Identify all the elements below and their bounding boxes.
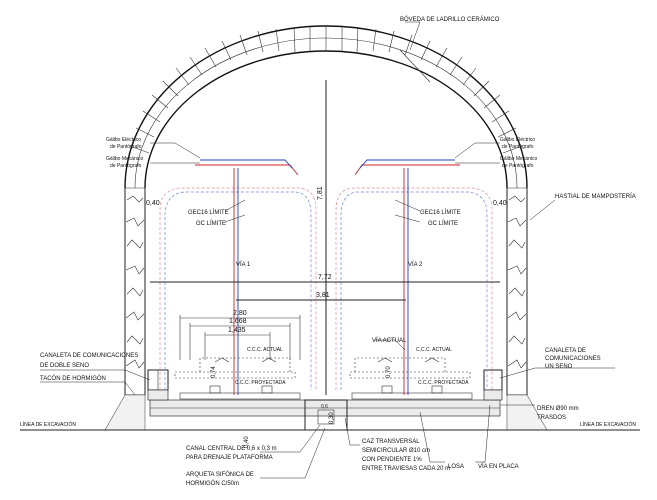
label-via-en-placa: VÍA EN PLACA	[478, 463, 519, 470]
leader-lines	[40, 21, 615, 479]
label-de-pantografo-left-1: de Pantógrafo	[110, 144, 142, 150]
label-de-pantografo-right-1: de Pantógrafo	[502, 144, 534, 150]
label-gec16-right: GEC16 LÍMITE	[420, 209, 461, 216]
label-gc-right: GC LÍMITE	[428, 220, 458, 227]
label-caz-2: SEMICIRCULAR Ø10 cm	[362, 448, 430, 454]
label-galibo-mecanico-right: Gálibo Mecánico	[500, 156, 537, 162]
label-boveda: BÓVEDA DE LADRILLO CERÁMICO	[400, 16, 500, 23]
dim-06: 0,6	[321, 404, 328, 410]
label-tacon: TACÓN DE HORMIGÓN	[40, 375, 106, 382]
dim-width-total: 7,72	[318, 274, 332, 281]
dim-040-right: 0,40	[493, 200, 507, 207]
dim-280: 2,80	[233, 310, 247, 317]
label-dren-2: TRASDOS	[537, 415, 566, 421]
label-ccc-proyectada-left: C.C.C. PROYECTADA	[235, 380, 286, 386]
label-canal-central-2: PARA DRENAJE PLATAFORMA	[186, 455, 273, 461]
label-dren-1: DREN Ø90 mm	[537, 406, 579, 412]
dim-track-spacing: 3,81	[316, 292, 330, 299]
label-galibo-mecanico-left: Gálibo Mecánico	[106, 156, 143, 162]
label-caz-4: ENTRE TRAVIESAS CADA 20 m	[362, 466, 450, 472]
dimension-values: 7,81 7,72 3,81 2,80 1,668 1,435 0,40 0,4…	[146, 186, 507, 448]
label-losa: LOSA	[448, 464, 464, 470]
label-canaleta-doble-1: CANALETA DE COMUNICACIONES	[40, 353, 138, 359]
label-ccc-proyectada-right: C.C.C. PROYECTADA	[418, 380, 469, 386]
foundation	[20, 394, 640, 431]
dim-040-bottom: 0,40	[244, 436, 250, 448]
label-ccc-actual-right: C.C.C. ACTUAL	[416, 347, 452, 353]
label-linea-excavacion-left: LÍNEA DE EXCAVACIÓN	[20, 421, 76, 428]
dimension-lines	[150, 49, 500, 395]
vault-brick-arch	[124, 25, 528, 189]
label-gc-left: GC LÍMITE	[196, 220, 226, 227]
label-arqueta-1: ARQUETA SIFÓNICA DE	[186, 471, 254, 478]
label-linea-excavacion-right: LÍNEA DE EXCAVACIÓN	[580, 421, 636, 428]
dim-height-total: 7,81	[317, 186, 324, 200]
cable-ducts	[147, 369, 503, 401]
label-de-pantografo-right-2: de Pantógrafo	[502, 163, 534, 169]
label-canaleta-un-3: UN SENO	[545, 364, 573, 370]
label-canaleta-doble-2: DE DOBLE SENO	[40, 363, 89, 369]
label-via1: VÍA 1	[236, 261, 251, 268]
dim-1668: 1,668	[229, 318, 247, 325]
labels: BÓVEDA DE LADRILLO CERÁMICO HASTIAL DE M…	[20, 16, 636, 487]
label-via-actual: VÍA ACTUAL	[372, 337, 407, 344]
dim-030: 0,30	[329, 412, 335, 424]
label-canal-central-1: CANAL CENTRAL DE 0,6 x 0,3 m	[186, 446, 277, 452]
label-caz-3: CON PENDIENTE 1%	[362, 457, 422, 463]
dim-1435: 1,435	[228, 327, 246, 334]
dim-040-left: 0,40	[146, 200, 160, 207]
label-via2: VÍA 2	[408, 261, 423, 268]
label-hastial: HASTIAL DE MAMPOSTERÍA	[555, 193, 636, 200]
label-canaleta-un-2: COMUNICACIONES	[545, 356, 601, 362]
dim-074: 0,74	[211, 366, 217, 378]
label-galibo-electrico-right: Gálibo Eléctrico	[500, 137, 535, 143]
label-galibo-electrico-left: Gálibo Eléctrico	[106, 137, 141, 143]
label-gec16-left: GEC16 LÍMITE	[188, 209, 229, 216]
label-caz-1: CAZ TRANSVERSAL	[362, 439, 420, 445]
label-ccc-actual-left: C.C.C. ACTUAL	[247, 347, 283, 353]
label-canaleta-un-1: CANALETA DE	[545, 348, 586, 354]
dim-070: 0,70	[386, 366, 392, 378]
label-arqueta-2: HORMIGÓN C/50m	[186, 480, 239, 487]
track-slabs	[174, 357, 473, 400]
label-de-pantografo-left-2: de Pantógrafo	[110, 163, 142, 169]
